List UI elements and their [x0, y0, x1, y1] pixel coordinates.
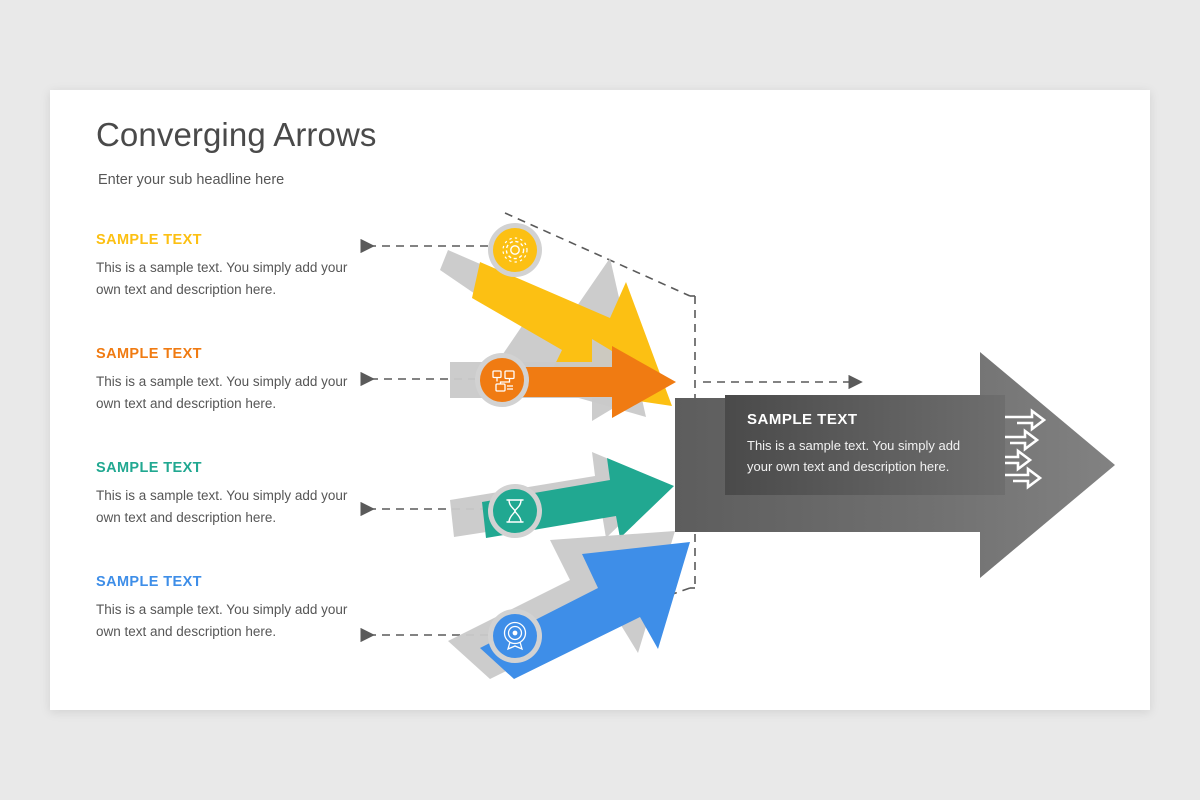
block-heading-1: SAMPLE TEXT: [96, 232, 202, 248]
target-badge-icon: [503, 621, 527, 651]
icon-badge-1[interactable]: [488, 223, 542, 277]
icon-badge-2[interactable]: [475, 353, 529, 407]
block-heading-4: SAMPLE TEXT: [96, 574, 202, 590]
text-block-1[interactable]: SAMPLE TEXT This is a sample text. You s…: [96, 232, 348, 302]
bracket-diagonal-top: [504, 212, 691, 297]
icon-badge-2-fill: [480, 358, 524, 402]
arrow-orange-body: [482, 346, 676, 418]
block-body-4: This is a sample text. You simply add yo…: [96, 602, 348, 640]
block-body-3: This is a sample text. You simply add yo…: [96, 488, 348, 526]
icon-badge-4[interactable]: [488, 609, 542, 663]
page-subtitle: Enter your sub headline here: [98, 172, 285, 188]
block-heading-3: SAMPLE TEXT: [96, 460, 202, 476]
text-block-4[interactable]: SAMPLE TEXT This is a sample text. You s…: [96, 574, 348, 644]
arrow-orange[interactable]: [450, 339, 676, 421]
callout-lines: [360, 238, 502, 643]
slide-canvas: Converging Arrows Enter your sub headlin…: [50, 90, 1150, 710]
text-block-2[interactable]: SAMPLE TEXT This is a sample text. You s…: [96, 346, 348, 416]
block-heading-2: SAMPLE TEXT: [96, 346, 202, 362]
icon-badge-1-fill: [493, 228, 537, 272]
icon-badge-4-fill: [493, 614, 537, 658]
page-title: Converging Arrows: [96, 116, 377, 153]
hourglass-icon: [506, 499, 524, 523]
multi-arrows-icon: [986, 408, 1047, 490]
gear-icon: [502, 237, 528, 263]
arrow-teal[interactable]: [450, 452, 674, 538]
result-panel-body: This is a sample text. You simply add yo…: [747, 438, 961, 475]
block-body-2: This is a sample text. You simply add yo…: [96, 374, 348, 412]
result-panel-heading: SAMPLE TEXT: [747, 411, 858, 428]
icon-badge-3[interactable]: [488, 484, 542, 538]
result-panel[interactable]: SAMPLE TEXT This is a sample text. You s…: [725, 395, 1005, 495]
text-block-3[interactable]: SAMPLE TEXT This is a sample text. You s…: [96, 460, 348, 530]
block-body-1: This is a sample text. You simply add yo…: [96, 260, 348, 298]
arrow-blue[interactable]: [448, 531, 690, 679]
network-icon: [492, 370, 515, 392]
